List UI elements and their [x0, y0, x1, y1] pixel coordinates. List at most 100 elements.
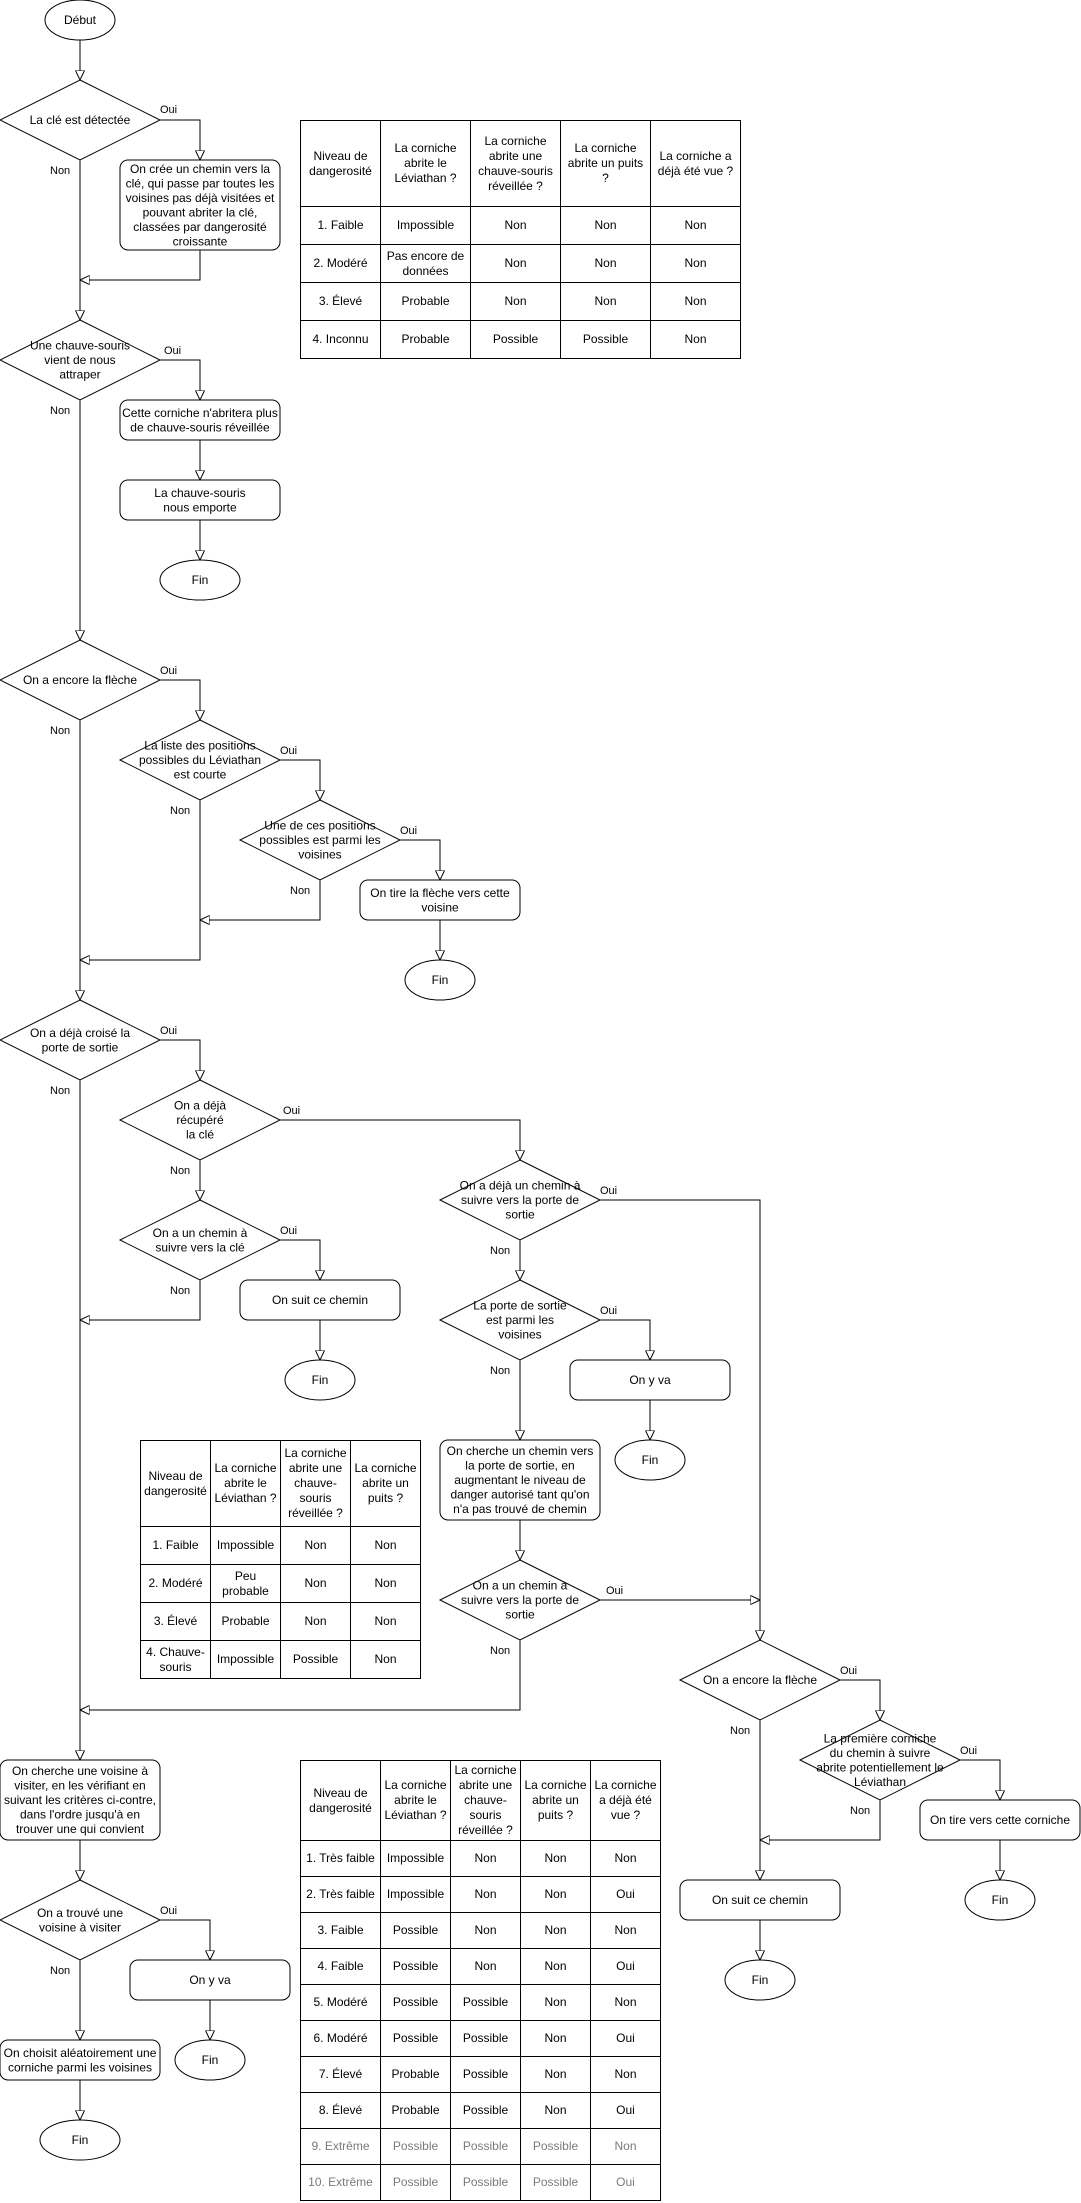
table-cell: Non [590, 1984, 661, 2021]
node-label: On suit ce chemin [712, 1893, 808, 1907]
branch-label-oui: Oui [606, 1585, 623, 1597]
table-cell: Impossible [210, 1526, 281, 1565]
node-have-arrow-2: On a encore la flèche [678, 1639, 842, 1721]
flow-connector [160, 679, 200, 720]
node-shoot-ledge: On tire vers cette corniche [919, 1799, 1081, 1841]
table-cell: Oui [590, 2092, 661, 2129]
table-header-cell: La corniche a déjà été vue ? [650, 120, 741, 207]
node-label: On a encore la flèche [703, 1673, 817, 1687]
table-cell: Possible [380, 2164, 451, 2201]
table-cell: 4. Inconnu [300, 320, 381, 359]
flow-connector [600, 1199, 760, 1640]
table-cell: 2. Modéré [300, 244, 381, 283]
flow-connector [960, 1759, 1000, 1800]
node-label: Fin [752, 1973, 769, 1987]
branch-label-oui: Oui [960, 1745, 977, 1757]
table-cell: Possible [380, 2020, 451, 2057]
table-header-cell: La corniche abrite un puits ? [560, 120, 651, 207]
end-node: Fin [159, 559, 241, 601]
table-cell: Impossible [380, 1876, 451, 1913]
branch-label-oui: Oui [600, 1185, 617, 1197]
table-cell: Non [560, 206, 651, 245]
branch-label-non: Non [490, 1245, 510, 1257]
flow-connector [840, 1679, 880, 1720]
branch-label-oui: Oui [280, 1225, 297, 1237]
table-cell: Possible [450, 2020, 521, 2057]
table-cell: Probable [380, 2092, 451, 2129]
table-header-cell: La corniche abrite une chauve-souris rév… [450, 1760, 521, 1841]
flow-connector [160, 119, 200, 160]
table-cell: Possible [520, 2128, 591, 2165]
table-cell: 1. Faible [300, 206, 381, 245]
table-cell: Non [650, 244, 741, 283]
branch-label-oui: Oui [160, 665, 177, 677]
branch-label-oui: Oui [160, 1905, 177, 1917]
branch-label-non: Non [50, 1965, 70, 1977]
flow-connector [200, 880, 321, 920]
branch-label-oui: Oui [840, 1665, 857, 1677]
end-node: Fin [39, 2119, 121, 2161]
table-cell: Peu probable [210, 1564, 281, 1603]
branch-label-oui: Oui [283, 1105, 300, 1117]
table-header-cell: La corniche abrite un puits ? [350, 1440, 421, 1527]
table-cell: Possible [280, 1640, 351, 1679]
table-cell: Probable [210, 1602, 281, 1641]
table-cell: 2. Modéré [140, 1564, 211, 1603]
table-cell: Impossible [380, 1840, 451, 1877]
node-have-arrow-1: On a encore la flèche [0, 639, 162, 721]
table-cell: Non [520, 1912, 591, 1949]
table-header-cell: Niveau de dangerosité [140, 1440, 211, 1527]
branch-label-oui: Oui [280, 745, 297, 757]
end-node: Fin [174, 2039, 246, 2081]
table-cell: Probable [380, 2056, 451, 2093]
table-cell: Non [470, 282, 561, 321]
table-cell: Impossible [380, 206, 471, 245]
table-header-cell: Niveau de dangerosité [300, 1760, 381, 1841]
table-cell: Non [560, 244, 651, 283]
branch-label-oui: Oui [160, 1025, 177, 1037]
table-cell: Non [650, 282, 741, 321]
flow-connector [400, 839, 440, 880]
table-cell: 4. Chauve-souris [140, 1640, 211, 1679]
flow-connector [280, 759, 320, 800]
table-cell: Probable [380, 282, 471, 321]
branch-label-non: Non [170, 1285, 190, 1297]
table-cell: Possible [520, 2164, 591, 2201]
branch-label-non: Non [490, 1645, 510, 1657]
node-go-there-1: On y va [569, 1359, 731, 1401]
node-label: Début [64, 13, 97, 27]
flow-connector [160, 359, 200, 400]
table-cell: Non [590, 1912, 661, 1949]
node-follow-path-2: On suit ce chemin [679, 1879, 841, 1921]
table-cell: 2. Très faible [300, 1876, 381, 1913]
node-label: On tire vers cette corniche [930, 1813, 1070, 1827]
table-cell: 7. Élevé [300, 2056, 381, 2093]
table-cell: Oui [590, 1948, 661, 1985]
table-cell: Possible [380, 1912, 451, 1949]
node-label: Fin [642, 1453, 659, 1467]
table-cell: Non [650, 206, 741, 245]
table-cell: Non [520, 2092, 591, 2129]
table-cell: Non [350, 1564, 421, 1603]
table-cell: Non [590, 1840, 661, 1877]
table-header-cell: La corniche abrite une chauve-souris rév… [470, 120, 561, 207]
